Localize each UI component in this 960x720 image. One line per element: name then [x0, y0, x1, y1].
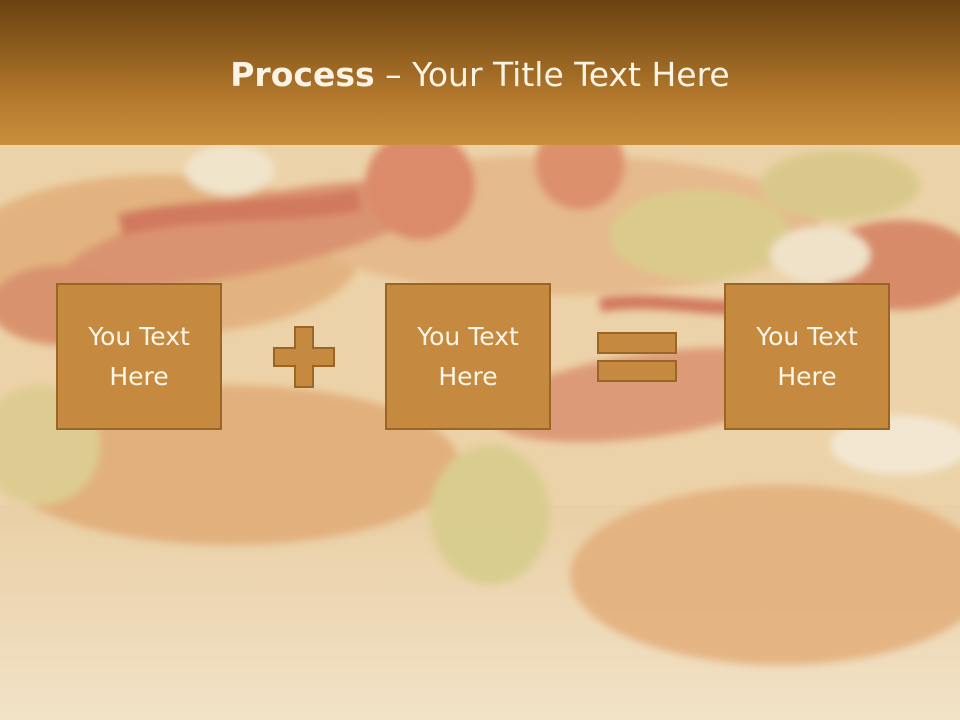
- process-box-3-text: You Text Here: [756, 321, 858, 391]
- hot-dog-photo-illustration: [0, 145, 960, 720]
- process-box-1-text: You Text Here: [88, 321, 190, 391]
- title-bold: Process: [230, 55, 375, 94]
- process-box-2-text: You Text Here: [417, 321, 519, 391]
- plus-icon: [273, 326, 335, 388]
- background-photo: [0, 145, 960, 720]
- slide-title: Process – Your Title Text Here: [0, 52, 960, 98]
- title-rest: – Your Title Text Here: [374, 55, 730, 94]
- process-box-1[interactable]: You Text Here: [56, 283, 222, 430]
- process-box-3[interactable]: You Text Here: [724, 283, 890, 430]
- title-banner: Process – Your Title Text Here: [0, 0, 960, 145]
- equals-icon: [597, 332, 677, 382]
- process-box-2[interactable]: You Text Here: [385, 283, 551, 430]
